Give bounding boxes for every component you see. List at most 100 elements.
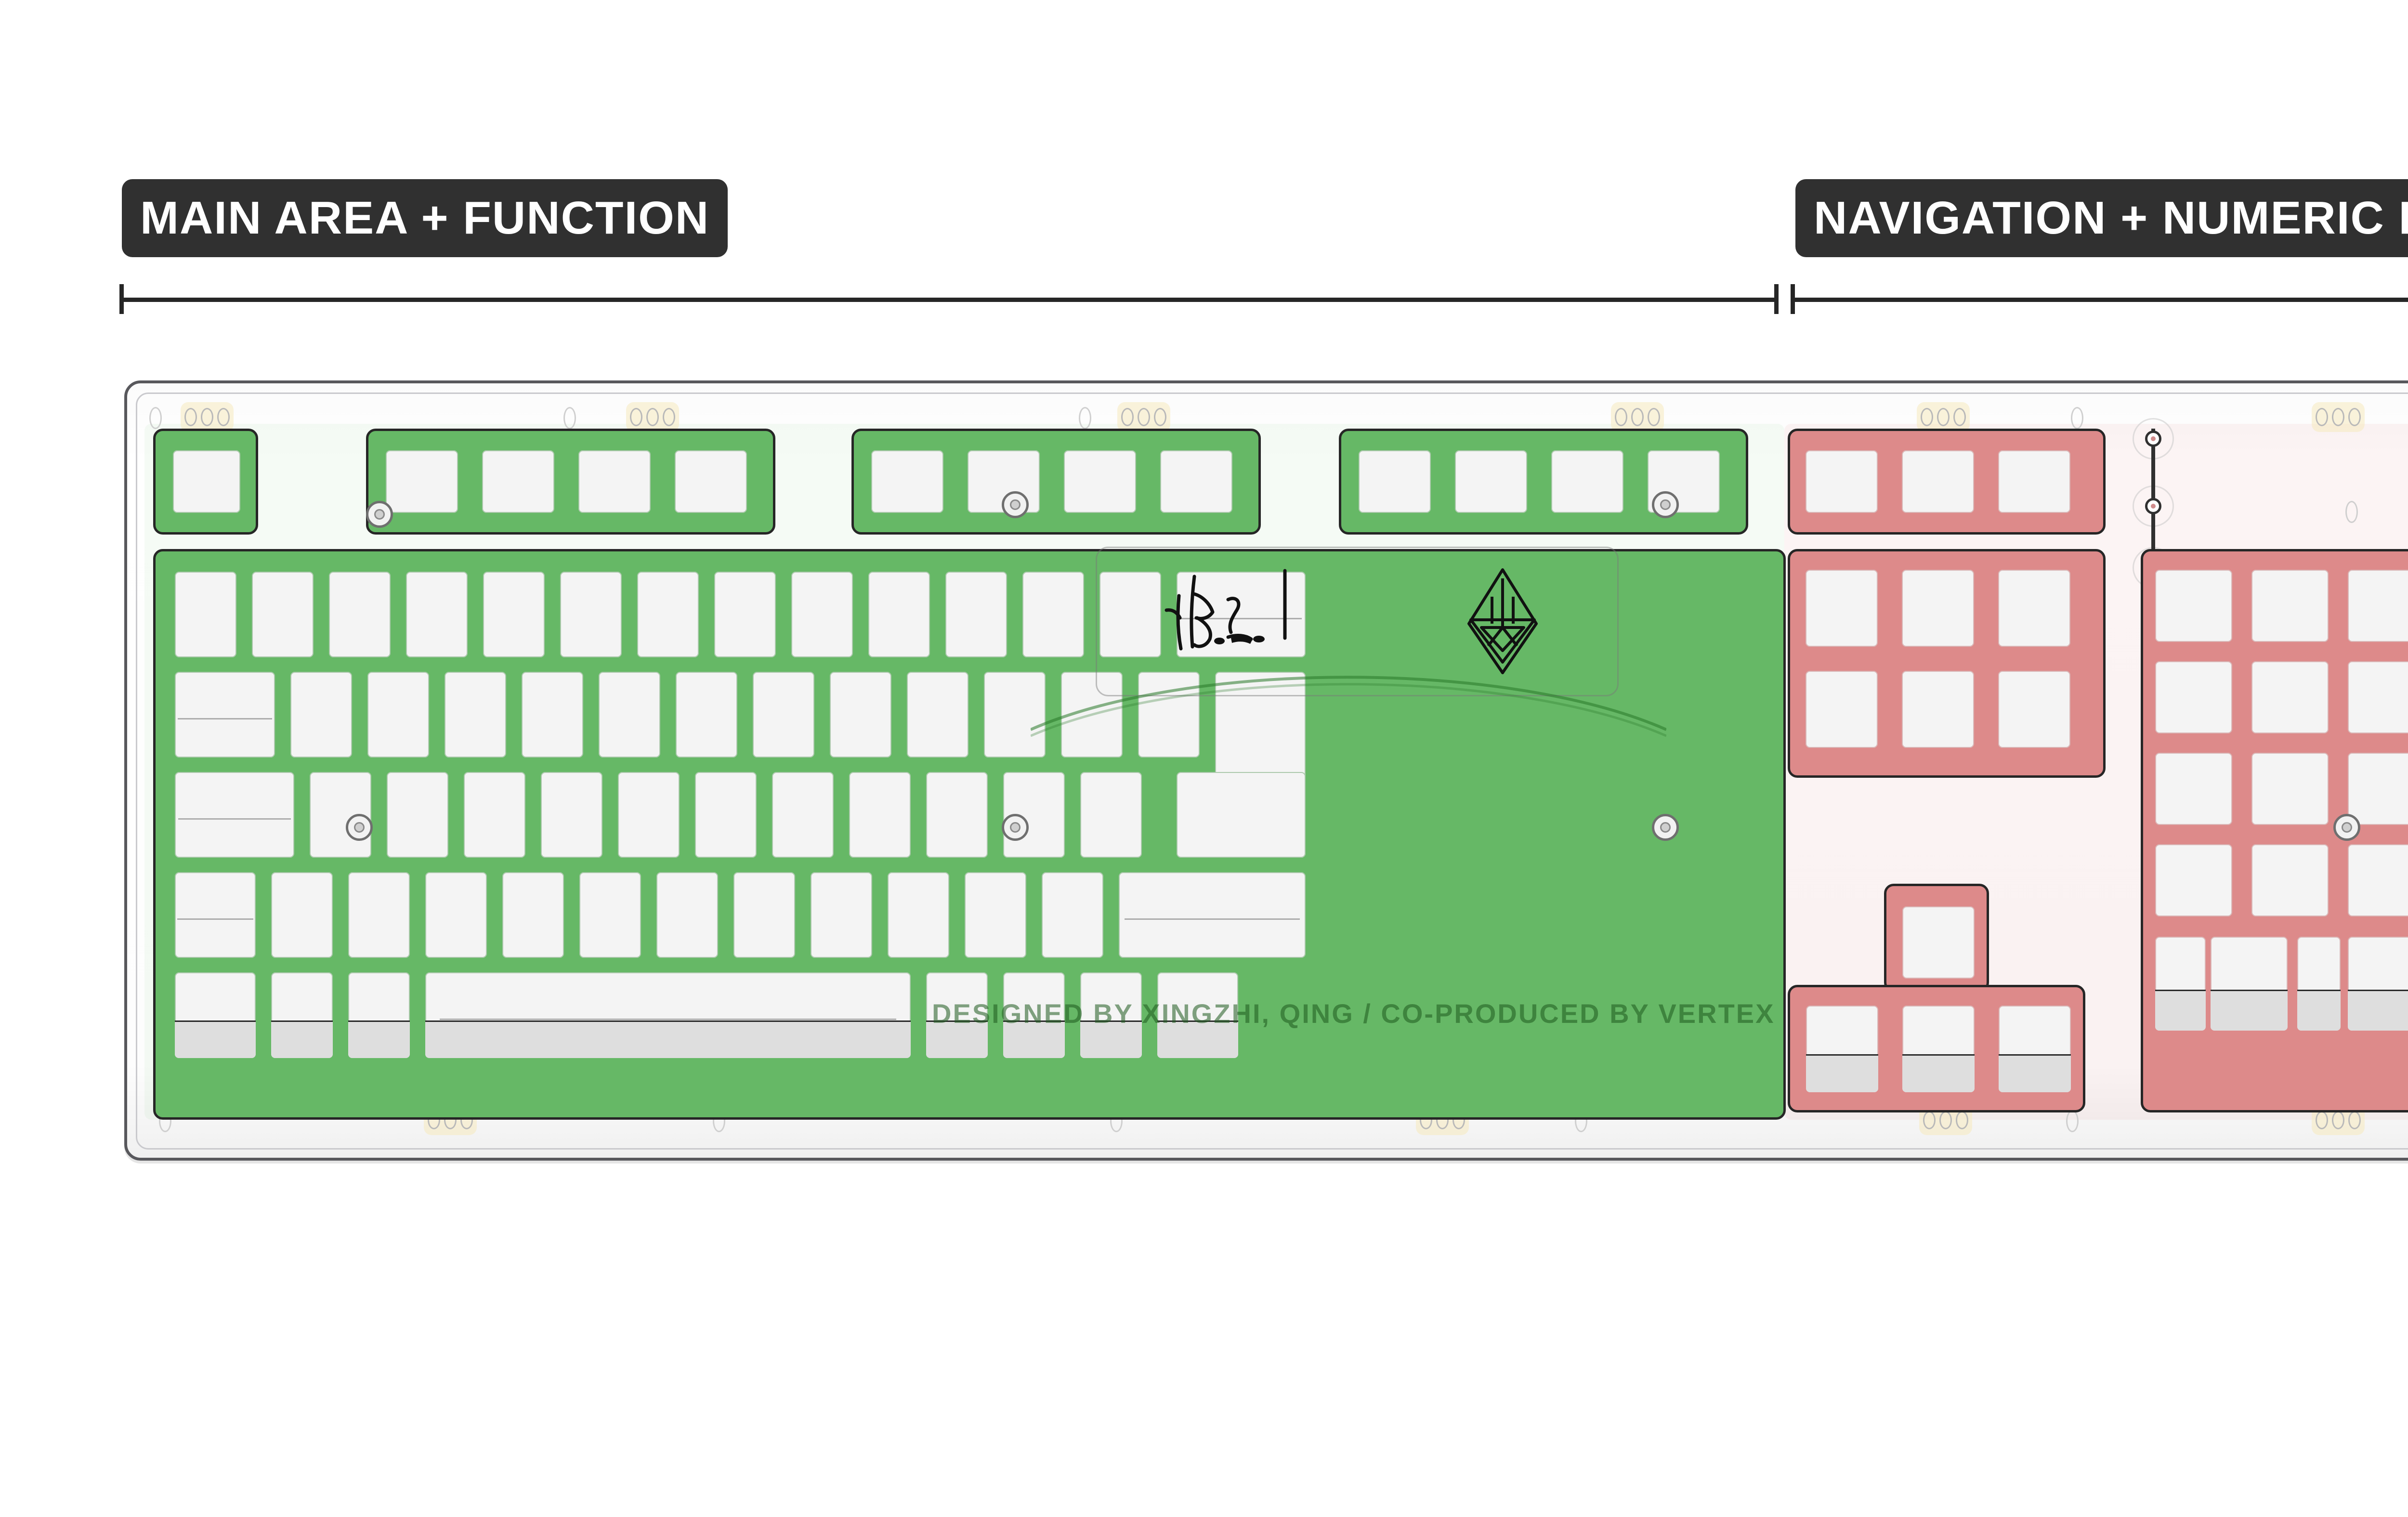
key-7[interactable] [714,572,776,657]
key-o[interactable] [907,672,968,758]
key-insert[interactable] [1806,570,1878,647]
key-t[interactable] [599,672,660,758]
key-d[interactable] [464,772,525,858]
key-p[interactable] [984,672,1046,758]
key-menu[interactable] [1080,972,1142,1058]
key-8[interactable] [791,572,853,657]
key-f11[interactable] [1551,450,1623,513]
key-6[interactable] [637,572,699,657]
key-u[interactable] [753,672,814,758]
key-grave[interactable] [175,572,236,657]
key-z[interactable] [348,872,410,958]
key-b[interactable] [656,872,718,958]
key-0[interactable] [945,572,1007,657]
key-n[interactable] [733,872,795,958]
key-numpad-6[interactable] [2348,753,2408,825]
key-numpad-1[interactable] [2155,844,2232,916]
key-delete[interactable] [1806,671,1878,748]
key-esc[interactable] [173,450,240,513]
key-left-alt[interactable] [348,972,410,1058]
key-fn[interactable] [1003,972,1065,1058]
key-pageup[interactable] [1998,570,2070,647]
key-arrow-left[interactable] [1806,1006,1878,1092]
key-f2[interactable] [482,450,554,513]
numeric-keypad[interactable] [2141,549,2408,1112]
key-right-ctrl[interactable] [1157,972,1238,1058]
key-left-shift[interactable] [175,872,256,958]
key-numpad-7[interactable] [2155,661,2232,733]
key-pagedown[interactable] [1998,671,2070,748]
key-backslash[interactable] [271,872,333,958]
key-numpad-9[interactable] [2348,661,2408,733]
f1-f4-group[interactable] [366,429,775,535]
key-w[interactable] [367,672,429,758]
key-f10[interactable] [1455,450,1527,513]
key-r[interactable] [522,672,583,758]
key-equal[interactable] [1099,572,1161,657]
escape-group[interactable] [153,429,258,535]
key-v[interactable] [579,872,641,958]
key-space[interactable] [425,972,911,1058]
key-minus[interactable] [1022,572,1084,657]
key-left-win[interactable] [271,972,333,1058]
key-4[interactable] [483,572,545,657]
key-period[interactable] [965,872,1026,958]
key-9[interactable] [868,572,930,657]
key-numpad-subtract[interactable] [2348,570,2408,642]
key-f9[interactable] [1359,450,1431,513]
arrow-cluster-base[interactable] [1788,985,2085,1112]
key-numpad-0-right[interactable] [2211,937,2288,1031]
key-tab[interactable] [175,672,275,758]
key-bracket-right[interactable] [1138,672,1200,758]
key-slash[interactable] [1042,872,1103,958]
key-arrow-up[interactable] [1902,906,1975,979]
key-j[interactable] [772,772,834,858]
f5-f8-group[interactable] [851,429,1261,535]
key-2[interactable] [329,572,391,657]
key-i[interactable] [830,672,891,758]
key-right-alt[interactable] [926,972,988,1058]
key-y[interactable] [676,672,737,758]
key-c[interactable] [502,872,564,958]
key-f[interactable] [541,772,602,858]
key-k[interactable] [849,772,911,858]
key-printscreen[interactable] [1806,450,1878,513]
key-g[interactable] [618,772,680,858]
key-1[interactable] [252,572,314,657]
key-scrolllock[interactable] [1902,450,1974,513]
f9-f12-group[interactable] [1339,429,1748,535]
key-5[interactable] [560,572,622,657]
key-numpad-2[interactable] [2251,844,2329,916]
key-l[interactable] [926,772,988,858]
key-f1[interactable] [386,450,458,513]
key-x[interactable] [425,872,487,958]
key-3[interactable] [406,572,468,657]
key-comma[interactable] [888,872,949,958]
main-alpha-block[interactable] [153,549,1786,1120]
key-arrow-right[interactable] [1999,1006,2071,1092]
key-f4[interactable] [675,450,747,513]
key-f8[interactable] [1160,450,1232,513]
key-numpad-8[interactable] [2251,661,2329,733]
key-numpad-decimal[interactable] [2348,937,2408,1031]
key-numpad-0-left[interactable] [2155,937,2206,1031]
key-pause[interactable] [1998,450,2070,513]
key-numpad-slot-b[interactable] [2297,937,2341,1031]
key-numpad-multiply[interactable] [2251,570,2329,642]
key-arrow-down[interactable] [1902,1006,1975,1092]
key-numpad-divide[interactable] [2155,570,2232,642]
key-h[interactable] [695,772,757,858]
key-right-shift[interactable] [1119,872,1306,958]
key-f5[interactable] [871,450,943,513]
key-e[interactable] [445,672,506,758]
key-q[interactable] [290,672,352,758]
key-bracket-left[interactable] [1061,672,1123,758]
key-home[interactable] [1902,570,1974,647]
key-numpad-5[interactable] [2251,753,2329,825]
key-f7[interactable] [1064,450,1136,513]
arrow-cluster-stem[interactable] [1884,884,1989,992]
key-numpad-4[interactable] [2155,753,2232,825]
key-s[interactable] [387,772,448,858]
key-capslock[interactable] [175,772,294,858]
key-m[interactable] [811,872,872,958]
